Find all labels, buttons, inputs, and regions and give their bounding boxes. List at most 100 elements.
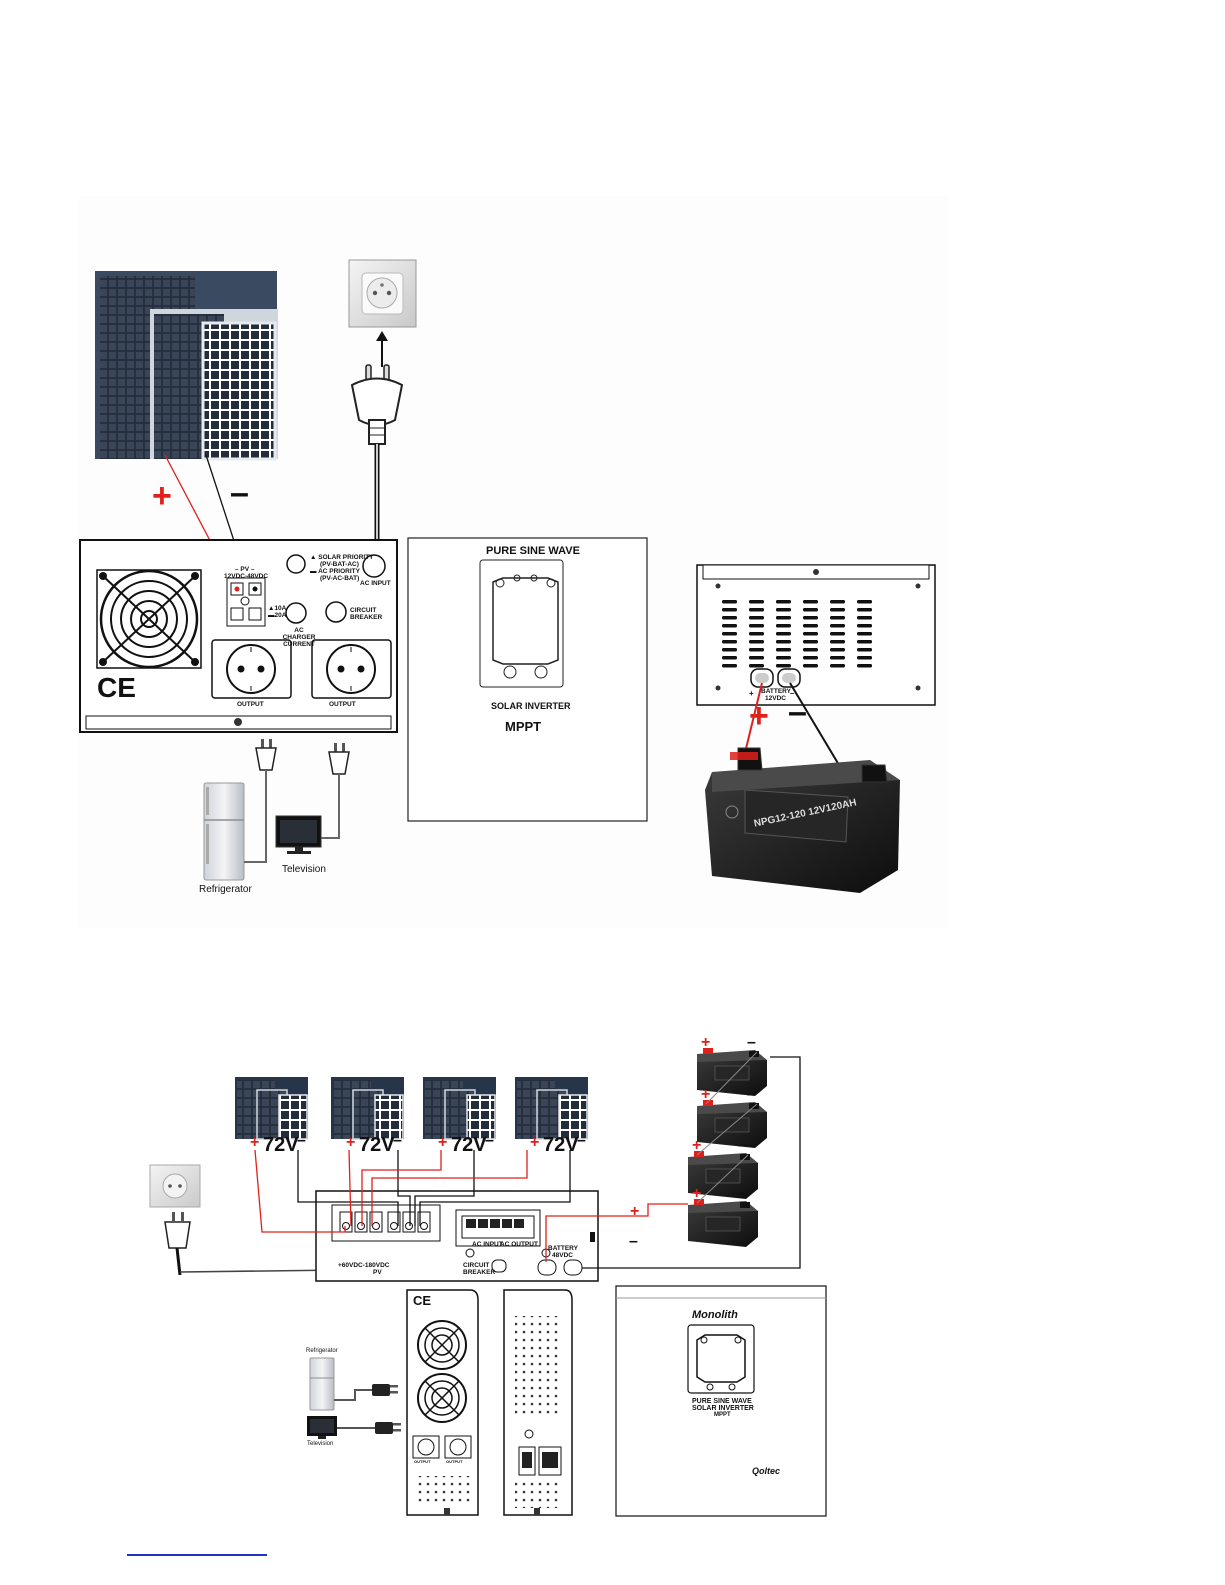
panel-group-3-plus: + [438,1134,448,1151]
appliance-plug-4 [375,1422,401,1434]
solar-panel-group-2 [331,1077,404,1140]
battery-terminal-negative-2[interactable] [563,1259,583,1276]
refrigerator-icon-2 [309,1357,335,1411]
front-title-2: PURE SINE WAVE [692,1398,752,1405]
tower-output-right: OUTPUT [446,1459,463,1464]
ac-input-label: AC INPUT [360,580,391,587]
bank-battery-2-minus: – [747,1086,756,1103]
television-icon [275,815,322,854]
pv-series-wires [254,1149,571,1233]
battery-label: BATTERY [761,688,791,695]
circuit-breaker-button-2[interactable] [491,1259,507,1273]
television-label-2: Television [307,1441,334,1447]
battery-voltage-label: 12VDC [765,695,786,702]
battery-panel-plus: + [749,689,754,698]
wall-socket [348,259,417,328]
vent-slots [722,600,872,668]
front-subtitle-2: SOLAR INVERTER [692,1405,754,1412]
ac-priority-sequence: (PV-AC-BAT) [320,575,360,582]
ac-input-socket[interactable] [362,554,386,578]
refrigerator-icon [203,782,245,881]
solar-priority-label: ▲ SOLAR PRIORITY [310,554,374,561]
front-model-2: MPPT [714,1412,731,1418]
battery-voltage-2: 48VDC [552,1252,573,1259]
battery-minus-sign: – [788,693,807,731]
pv-voltage-range: 12VDC-48VDC [224,573,269,580]
screw-icon [234,718,242,726]
inverter-tower-front [406,1289,479,1516]
pv-minus-sign: – [230,474,249,512]
priority-switch[interactable] [286,554,306,574]
panel-group-4-minus: – [577,1132,586,1149]
solar-panel-group-3 [423,1077,496,1140]
output-left-label: OUTPUT [237,701,264,708]
solar-panels-group [95,271,278,461]
ac-input-label-2: AC INPUT [472,1241,503,1248]
diagram-2 [149,1048,827,1517]
tower-ce-mark: CE [413,1293,432,1308]
arrow-up-icon [376,331,388,341]
charger-current-switch[interactable] [285,602,307,624]
solar-panel-group-1 [235,1077,308,1140]
solar-panel-small [201,321,277,461]
front-brand: Monolith [692,1309,738,1321]
panel-group-1-voltage: 72V [263,1134,299,1156]
refrigerator-label: Refrigerator [199,884,252,895]
bank-battery-4-plus: + [692,1185,702,1202]
panel-group-2-plus: + [346,1134,356,1151]
inverter-back-panel [79,539,398,733]
pv-label-2: PV [373,1269,382,1276]
bank-battery-3-plus: + [692,1137,702,1154]
battery-negative-wire [789,682,843,771]
appliance-plug-2 [328,743,350,775]
ce-mark: CE [97,672,136,703]
panel-group-3-minus: – [485,1132,494,1149]
battery-image [705,747,900,893]
television-label: Television [282,864,326,875]
solar-panel-group-4 [515,1077,588,1140]
bank-battery-2-plus: + [701,1086,711,1103]
ac-priority-label: ▬ AC PRIORITY [310,568,360,575]
panel-group-2-voltage: 72V [359,1134,395,1156]
pv-range-label-2: +60VDC-180VDC [338,1262,390,1269]
diagram-1 [78,196,948,928]
inverter-tower-side [503,1289,573,1516]
battery-panel-minus: – [790,689,795,698]
panel-group-4-plus: + [530,1134,540,1151]
inverter-front-panel-2 [615,1285,827,1517]
bank-plus-sign: + [630,1203,640,1220]
ac-plug [350,364,404,445]
ac-charger-current-label: AC CHARGER CURRENT [282,627,316,648]
ac-output-label-2: AC OUTPUT [500,1241,538,1248]
front-title: PURE SINE WAVE [486,545,580,557]
bank-battery-3-minus: – [738,1137,747,1154]
battery-label-2: BATTERY [548,1245,578,1252]
bank-battery-1-plus: + [701,1034,711,1051]
footer-link-underline [127,1554,267,1556]
panel-groups [235,1077,588,1140]
charge-10a-label: ▲10A [268,605,287,612]
pv-label: – PV – [235,566,255,573]
pv-plus-sign: + [152,477,172,515]
output-socket-right [311,639,392,699]
circuit-breaker-button[interactable] [325,601,347,623]
battery-terminal-positive-2[interactable] [537,1259,557,1276]
ac-plug-2 [164,1212,191,1276]
wall-socket-2 [149,1164,201,1208]
tower-fan-bottom [417,1373,467,1423]
circuit-breaker-label-2: CIRCUIT BREAKER [463,1262,496,1276]
appliance-plug-1 [255,739,277,771]
inverter-front-panel [407,537,648,822]
battery-bank [688,1048,767,1247]
bank-battery-4-minus: – [738,1185,747,1202]
charge-20a-label: ▬20A [268,612,287,619]
battery-connection-panel [696,564,936,706]
bank-battery-4 [688,1199,758,1247]
tower-fan-top [417,1320,467,1370]
output-socket-left [211,639,292,699]
bank-battery-1-minus: – [747,1034,756,1051]
bank-battery-2 [697,1100,767,1148]
panel-group-4-voltage: 72V [543,1134,579,1156]
fan-icon [96,569,202,669]
front-model: MPPT [505,719,542,734]
